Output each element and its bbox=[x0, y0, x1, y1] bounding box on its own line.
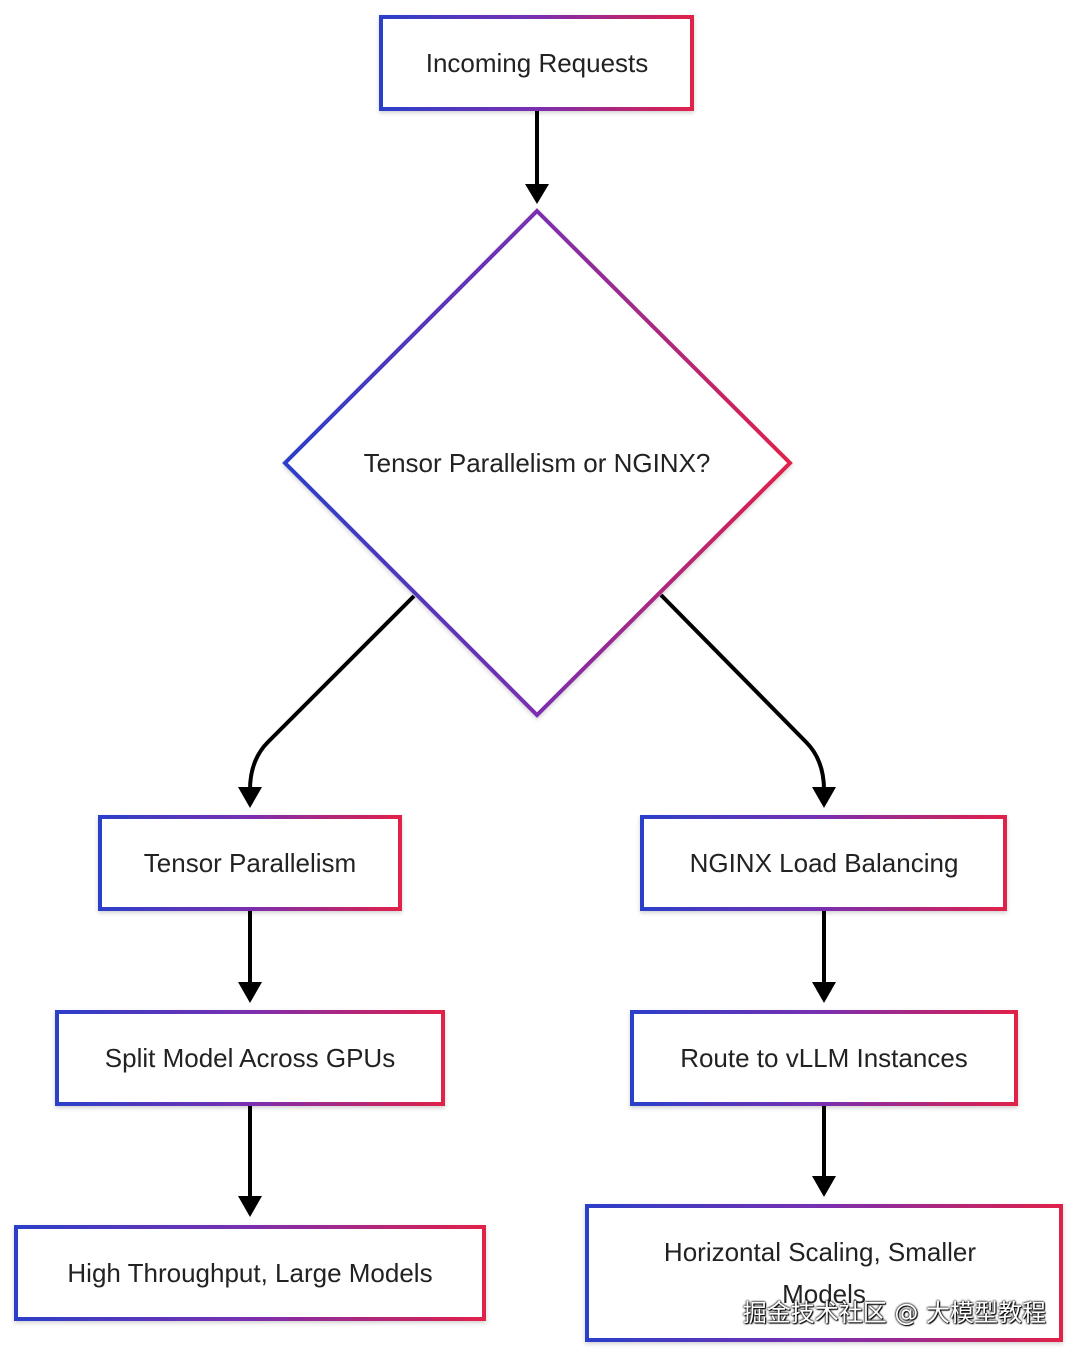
node-split-model: Split Model Across GPUs bbox=[55, 1010, 445, 1106]
node-incoming-requests: Incoming Requests bbox=[379, 15, 694, 111]
node-split-model-label: Split Model Across GPUs bbox=[105, 1043, 395, 1073]
arrowhead-nginx-to-route bbox=[812, 982, 836, 1003]
node-decision: Tensor Parallelism or NGINX? bbox=[282, 208, 793, 718]
node-tensor-parallelism: Tensor Parallelism bbox=[98, 815, 402, 911]
node-high-throughput: High Throughput, Large Models bbox=[14, 1225, 486, 1321]
node-horizontal-scaling-label-line2: Models bbox=[782, 1279, 866, 1309]
node-horizontal-scaling-label-line1: Horizontal Scaling, Smaller bbox=[664, 1237, 976, 1267]
node-decision-label: Tensor Parallelism or NGINX? bbox=[364, 448, 711, 478]
node-tensor-parallelism-label: Tensor Parallelism bbox=[144, 848, 356, 878]
edge-decision-to-nginx bbox=[659, 593, 826, 791]
node-high-throughput-label: High Throughput, Large Models bbox=[67, 1258, 432, 1288]
arrowhead-split-to-throughput bbox=[238, 1196, 262, 1217]
node-horizontal-scaling: Horizontal Scaling, Smaller Models bbox=[585, 1204, 1063, 1342]
watermark-text: 掘金技术社区 @ 大模型教程 bbox=[742, 1299, 1046, 1327]
arrowhead-route-to-scaling bbox=[812, 1176, 836, 1197]
node-route-vllm-label: Route to vLLM Instances bbox=[680, 1043, 968, 1073]
arrowhead-decision-to-tensor bbox=[238, 787, 262, 808]
node-route-vllm: Route to vLLM Instances bbox=[630, 1010, 1018, 1106]
node-incoming-requests-label: Incoming Requests bbox=[426, 48, 649, 78]
node-nginx-load-balancing: NGINX Load Balancing bbox=[640, 815, 1007, 911]
arrowhead-start-to-decision bbox=[525, 184, 549, 204]
edge-decision-to-tensor bbox=[248, 594, 416, 791]
arrowhead-tensor-to-split bbox=[238, 982, 262, 1003]
arrowhead-decision-to-nginx bbox=[812, 787, 836, 808]
node-nginx-load-balancing-label: NGINX Load Balancing bbox=[690, 848, 959, 878]
connectors bbox=[238, 110, 836, 1217]
